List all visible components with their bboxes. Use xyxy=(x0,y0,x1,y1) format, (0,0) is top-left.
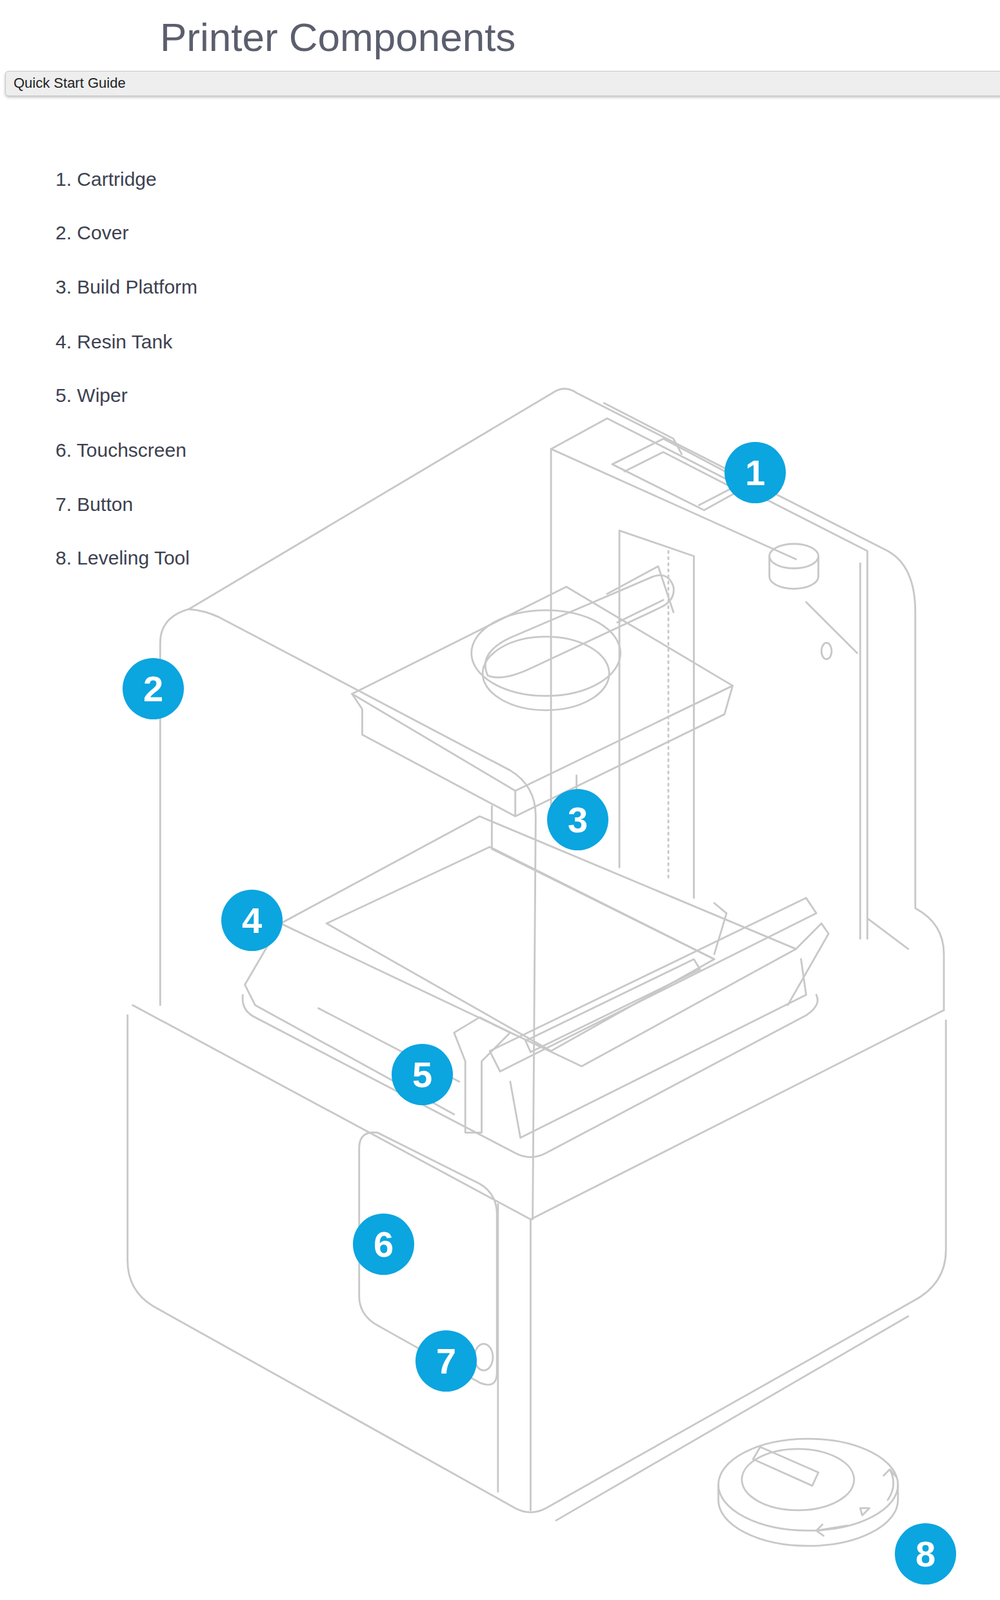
callout-number-text: 7 xyxy=(436,1343,457,1380)
tank-tray xyxy=(245,923,830,1115)
callout-number: 8 xyxy=(894,1523,957,1585)
platform-knob-base xyxy=(482,636,610,711)
base-corner xyxy=(529,1219,532,1511)
callout-number-text: 3 xyxy=(567,801,588,839)
tower-hole xyxy=(821,642,832,659)
wiper-slot xyxy=(525,959,700,1053)
callout-number: 2 xyxy=(122,658,184,720)
tower xyxy=(550,418,868,939)
platform-knob-handle xyxy=(485,575,674,678)
callout-number: 1 xyxy=(724,441,786,504)
leveling-tool-arrows xyxy=(816,1469,896,1537)
tank-floor xyxy=(326,847,715,1051)
callout-number: 7 xyxy=(415,1330,477,1392)
page-title: Printer Components xyxy=(160,15,1000,60)
base-outline xyxy=(127,1015,946,1513)
wiper-arm xyxy=(454,1017,511,1133)
callout-number-text: 1 xyxy=(745,454,766,491)
component-list-item: 7. Button xyxy=(55,492,1000,517)
tower-side xyxy=(805,601,908,950)
button xyxy=(474,1343,493,1371)
callout-number: 6 xyxy=(352,1213,415,1275)
callout-number-text: 2 xyxy=(143,670,164,708)
leveling-tool-notch xyxy=(752,1447,819,1486)
component-list-item: 3. Build Platform xyxy=(55,275,1000,299)
callout-number-text: 5 xyxy=(412,1056,433,1093)
component-list-item: 5. Wiper xyxy=(55,383,1000,408)
callout-number: 3 xyxy=(547,789,609,851)
component-list-item: 4. Resin Tank xyxy=(55,330,1000,354)
wiper-blade xyxy=(510,959,807,1139)
guide-badge: Quick Start Guide xyxy=(5,70,1000,96)
callout-number-text: 4 xyxy=(241,902,262,939)
tank-side xyxy=(318,903,727,1082)
platform-thickness xyxy=(352,685,733,817)
callout-number: 5 xyxy=(391,1043,453,1106)
cartridge-valve-side xyxy=(769,556,819,590)
platform-carriage xyxy=(607,566,674,623)
wiper-bar xyxy=(489,898,817,1072)
cover-outline xyxy=(160,388,944,1010)
leveling-tool-top xyxy=(718,1438,898,1531)
callout-number-text: 8 xyxy=(915,1536,936,1573)
component-list-item: 2. Cover xyxy=(55,221,1000,245)
callout-number-text: 6 xyxy=(373,1226,394,1263)
component-list-item: 6. Touchscreen xyxy=(55,438,1000,462)
leveling-tool-side xyxy=(718,1484,898,1546)
component-list-item: 8. Leveling Tool xyxy=(55,546,1000,570)
cartridge-lid xyxy=(603,403,682,455)
cartridge-valve xyxy=(769,543,819,569)
base-foot xyxy=(556,1316,909,1520)
component-list-item: 1. Cartridge xyxy=(55,167,1000,191)
callout-number: 4 xyxy=(221,889,283,951)
base-top-edge xyxy=(132,1005,944,1220)
